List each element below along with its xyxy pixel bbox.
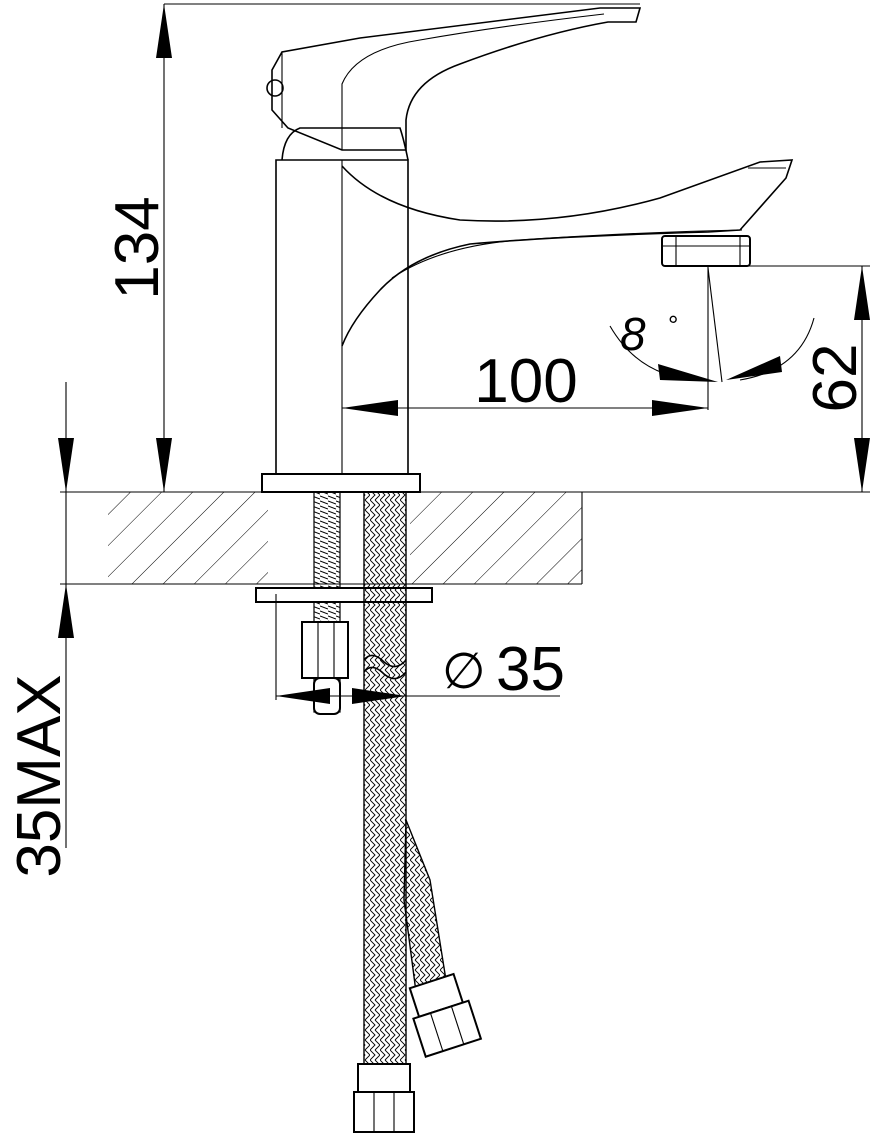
dimension-angle-unit: ° <box>668 310 678 340</box>
faucet-body <box>261 7 794 493</box>
dimension-hole-diameter-label: 35 <box>496 635 565 704</box>
dimension-spout-height: 62 <box>720 265 870 492</box>
countertop-section <box>60 491 870 585</box>
flex-hoses <box>353 491 483 1133</box>
dimension-angle-label: 8 <box>620 308 646 360</box>
dimension-angle: 8 ° <box>609 267 815 383</box>
dimension-reach: 100 <box>342 266 709 416</box>
dimension-height: 134 <box>103 3 640 492</box>
dimension-max-thickness-label: 35MAX <box>5 674 74 877</box>
diameter-symbol: ∅ <box>442 643 486 699</box>
dimension-reach-label: 100 <box>474 347 577 416</box>
dimension-height-label: 134 <box>103 196 172 299</box>
dimension-hole-diameter: ∅ 35 <box>275 594 565 704</box>
dimension-max-thickness: 35MAX <box>5 382 74 878</box>
dimension-spout-height-label: 62 <box>801 344 870 413</box>
